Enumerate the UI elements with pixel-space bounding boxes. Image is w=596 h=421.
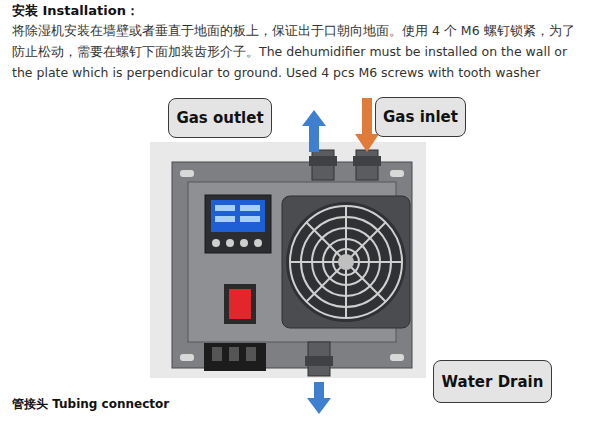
callout-text: Water Drain xyxy=(442,373,544,391)
terminal-block xyxy=(204,343,266,371)
button xyxy=(254,239,262,247)
lcd-digits xyxy=(240,205,260,211)
button xyxy=(240,239,248,247)
power-switch xyxy=(224,284,256,324)
fan-hub xyxy=(338,254,354,270)
button xyxy=(226,239,234,247)
lcd-digits xyxy=(215,216,235,222)
instruction-text: 将除湿机安装在墙壁或者垂直于地面的板上，保证出于口朝向地面。使用 4 个 M6 … xyxy=(12,20,584,83)
mounting-flange xyxy=(172,162,412,368)
callout-text: Gas inlet xyxy=(383,108,458,126)
outlet-arrow xyxy=(302,110,326,152)
controller xyxy=(205,195,271,253)
connector-nut xyxy=(309,156,337,166)
fan-frame xyxy=(282,196,410,328)
part-label: 管接头 Tubing connector xyxy=(12,396,169,412)
callout-text: Gas outlet xyxy=(176,109,263,127)
terminal xyxy=(229,347,239,361)
fan-opening xyxy=(286,202,406,322)
terminal xyxy=(246,347,256,361)
button xyxy=(212,239,220,247)
lcd-screen xyxy=(211,200,265,232)
lcd-digits xyxy=(240,216,260,222)
connector-nut xyxy=(353,156,381,166)
heading: 安装 Installation： xyxy=(12,2,139,20)
mount-slot xyxy=(390,170,404,177)
callout-box: Gas outlet xyxy=(168,98,272,138)
connector-nut xyxy=(305,356,333,366)
mount-slot xyxy=(390,354,404,361)
lcd-digits xyxy=(215,205,235,211)
fan-grill xyxy=(290,206,402,318)
mount-slot xyxy=(180,170,194,177)
photo-background xyxy=(150,142,426,378)
terminal xyxy=(212,347,222,361)
callout-box: Gas inlet xyxy=(375,97,466,137)
drain-arrow xyxy=(307,382,331,414)
mount-slot xyxy=(180,354,194,361)
callout-box: Water Drain xyxy=(433,360,552,403)
switch-rocker xyxy=(229,289,251,319)
